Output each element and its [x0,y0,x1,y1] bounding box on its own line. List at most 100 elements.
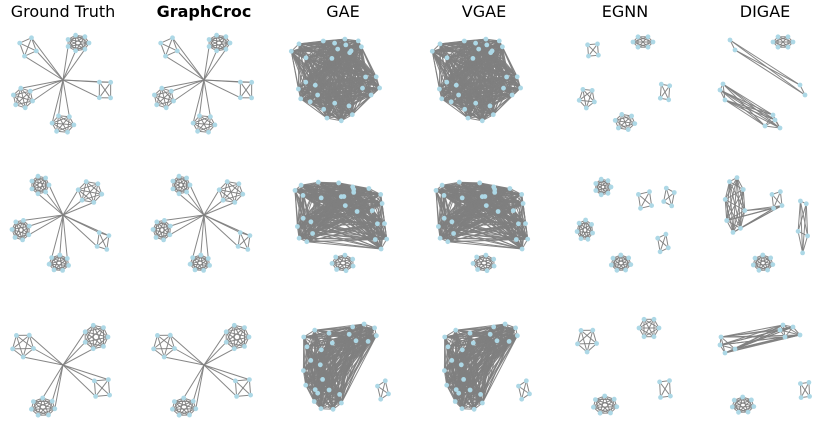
graph-node [803,201,809,207]
graph-node [163,53,168,59]
graph-edge [169,334,205,366]
graph-node [361,321,367,327]
graph-edge [455,84,494,116]
graph-node [335,46,341,52]
graph-node [246,334,252,340]
graph-edge [194,264,210,271]
graph-edge [219,183,240,191]
graph-edge [85,331,109,338]
graph-node [429,48,435,54]
graph-edge [200,214,205,256]
graph-edge [31,184,50,190]
graph-node [303,382,309,388]
graph-edge [461,327,517,409]
graph-edge [600,180,609,196]
graph-edge [724,177,738,200]
graph-edge [203,49,227,81]
graph-edge [732,189,744,233]
graph-edge [156,88,163,105]
graph-node [752,255,758,261]
graph-node [378,192,384,197]
graph-node [382,378,388,384]
graph-node [645,44,651,50]
graph-node [489,48,495,54]
graph-edge [472,262,488,272]
graph-node [14,333,19,338]
graph-node [470,56,476,61]
graph-edge [441,87,504,100]
graph-node [798,395,804,400]
graph-edge [163,225,171,241]
graph-node [346,103,352,109]
graph-edge [75,34,90,44]
graph-node [295,224,300,229]
graph-node [612,118,618,123]
graph-node [206,37,212,42]
graph-edge [75,42,90,52]
graph-edge [203,214,251,237]
graph-edge [172,180,191,186]
graph-edge [62,199,83,216]
graph-node [449,219,455,225]
graph-edge [225,331,235,349]
graph-edge [310,221,382,250]
graph-node [459,406,465,412]
graph-edge [740,210,746,229]
graph-edge [585,90,593,109]
graph-node [97,79,102,85]
graph-node [527,391,532,397]
graph-node [187,412,192,418]
graph-node [589,88,595,93]
graph-edge [85,336,109,343]
graph-edge [726,207,774,221]
graph-edge [460,364,482,395]
graph-edge [455,323,506,331]
graph-node [296,235,302,241]
graph-edge [49,263,69,266]
graph-edge [799,200,804,253]
graph-node [107,392,112,398]
graph-node [467,330,473,336]
graph-edge [620,254,627,271]
graph-edge [314,323,365,331]
graph-edge [226,327,245,333]
graph-edge [203,50,218,81]
graph-node [476,46,482,52]
graph-node [152,92,157,98]
graph-edge [303,333,350,338]
graph-edge [37,193,64,216]
graph-edge [444,327,516,372]
graph-edge [319,364,330,391]
graph-node [332,40,337,46]
graph-edge [742,396,755,407]
graph-node [341,194,347,199]
graph-node [247,377,252,382]
graph-edge [203,364,237,397]
graph-edge [352,186,383,204]
graph-node [657,379,662,385]
graph-node [590,327,596,333]
graph-node [668,393,673,399]
graph-node [17,40,23,46]
graph-edge [484,196,517,240]
graph-node [303,55,309,61]
graph-node [504,74,509,80]
graph-edge [444,323,506,371]
graph-edge [441,185,445,219]
graph-edge [93,183,99,203]
graph-edge [178,175,188,193]
graph-edge [754,257,773,266]
graph-edge [171,79,205,92]
graph-edge [477,265,495,270]
graph-edge [233,336,250,350]
graph-node [519,396,525,402]
graph-node [439,96,445,102]
graph-edge [226,336,250,343]
graph-edge [165,91,172,108]
graph-panel-gae-row-2 [433,179,531,274]
graph-edge [31,397,44,410]
graph-edge [298,88,328,119]
graph-node [227,40,233,46]
graph-node [57,252,63,258]
graph-edge [178,193,205,216]
